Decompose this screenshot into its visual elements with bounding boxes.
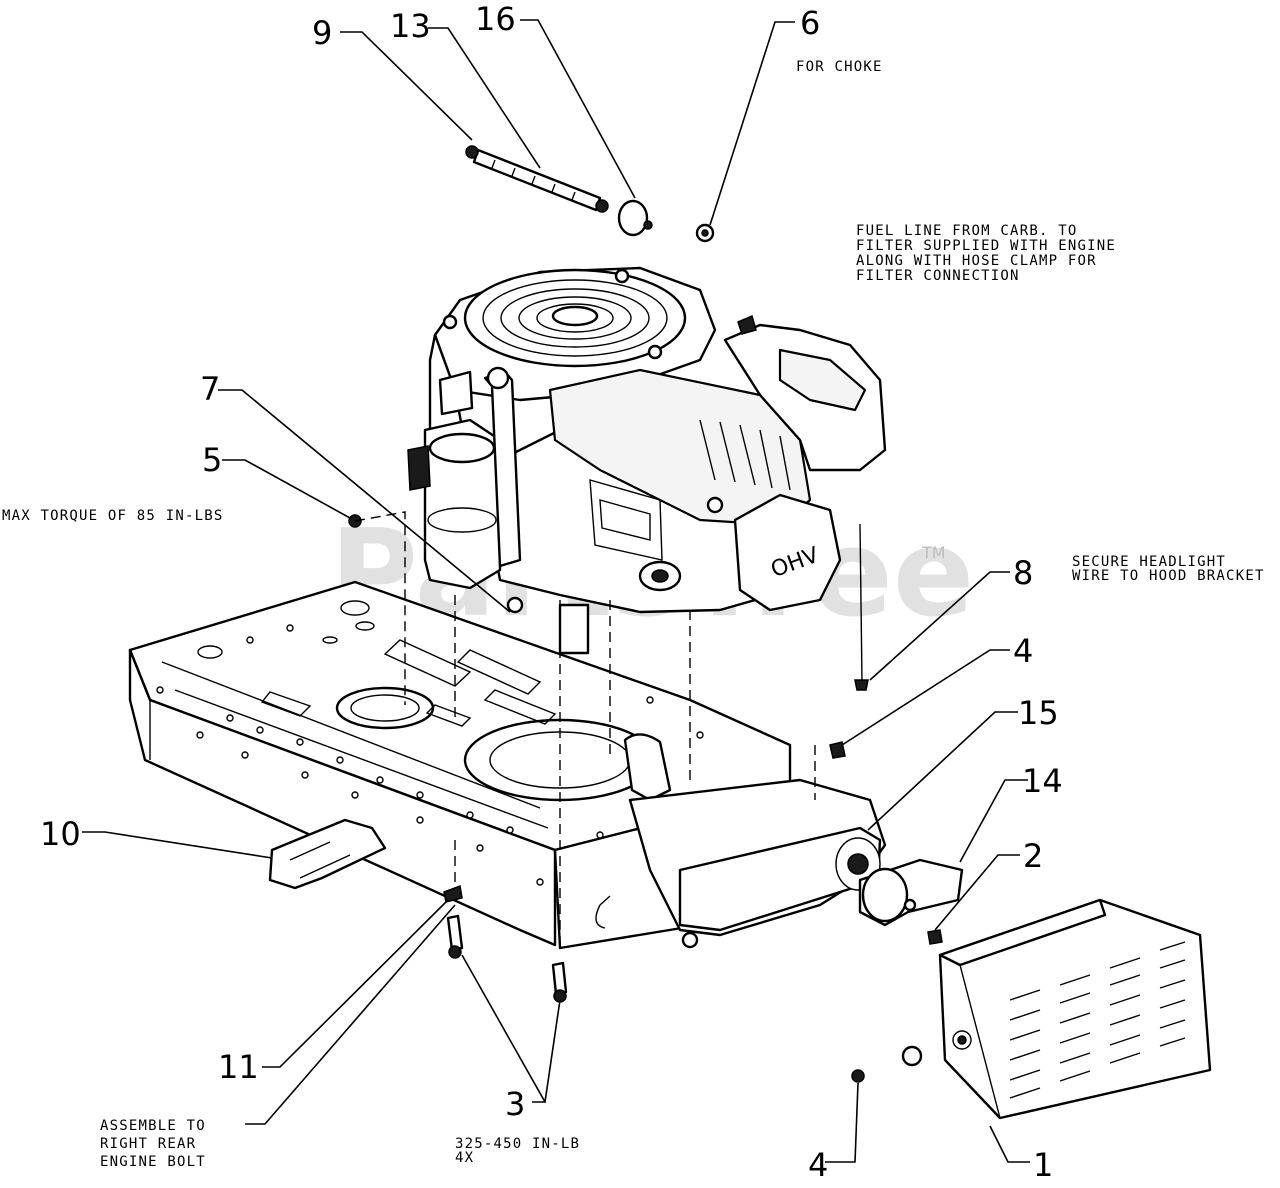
- callout-3: 3: [505, 1085, 525, 1123]
- muffler-guard: [901, 898, 1212, 1120]
- callout-8: 8: [1013, 554, 1033, 592]
- callout-15: 15: [1018, 694, 1059, 732]
- muffler: [623, 733, 887, 949]
- note-fuel-line-2: FILTER SUPPLIED WITH ENGINE: [856, 238, 1116, 254]
- callout-4-lower: 4: [808, 1146, 828, 1184]
- callout-16: 16: [475, 0, 516, 38]
- callout-5: 5: [202, 441, 222, 479]
- note-headlight-1: SECURE HEADLIGHT: [1072, 554, 1226, 570]
- callout-13: 13: [390, 7, 431, 45]
- muffler-bracket: [858, 858, 964, 927]
- note-assemble-2: RIGHT REAR: [100, 1136, 196, 1152]
- notes: FOR CHOKE FUEL LINE FROM CARB. TO FILTER…: [2, 59, 1265, 1170]
- note-for-choke: FOR CHOKE: [796, 59, 883, 75]
- note-assemble-3: ENGINE BOLT: [100, 1154, 206, 1170]
- callout-10: 10: [40, 815, 81, 853]
- assembly-guides: [354, 511, 816, 950]
- note-max-torque: MAX TORQUE OF 85 IN-LBS: [2, 508, 223, 524]
- callout-11: 11: [218, 1048, 259, 1086]
- callout-6: 6: [800, 4, 820, 42]
- leader-lines: [82, 19, 1030, 1163]
- note-torque-bolts-2: 4X: [455, 1150, 474, 1166]
- note-assemble-1: ASSEMBLE TO: [100, 1118, 206, 1134]
- callout-7: 7: [200, 370, 220, 408]
- callout-9: 9: [312, 14, 332, 52]
- note-torque-bolts-1: 325-450 IN-LB: [455, 1136, 580, 1152]
- callout-1: 1: [1033, 1146, 1053, 1184]
- hardware: [268, 145, 943, 1083]
- callout-numbers: 9 13 16 6 7 5 8 4 15 14 2 10 11 3 4 1: [40, 0, 1063, 1184]
- engine-assembly: OHV: [407, 266, 887, 655]
- callout-14: 14: [1022, 762, 1063, 800]
- note-fuel-line-1: FUEL LINE FROM CARB. TO: [856, 223, 1077, 239]
- note-fuel-line-4: FILTER CONNECTION: [856, 268, 1020, 284]
- watermark-trademark: TM: [921, 543, 946, 562]
- callout-4-upper: 4: [1013, 632, 1033, 670]
- callout-2: 2: [1023, 837, 1043, 875]
- note-fuel-line-3: ALONG WITH HOSE CLAMP FOR: [856, 253, 1097, 269]
- note-headlight-2: WIRE TO HOOD BRACKET: [1072, 568, 1265, 584]
